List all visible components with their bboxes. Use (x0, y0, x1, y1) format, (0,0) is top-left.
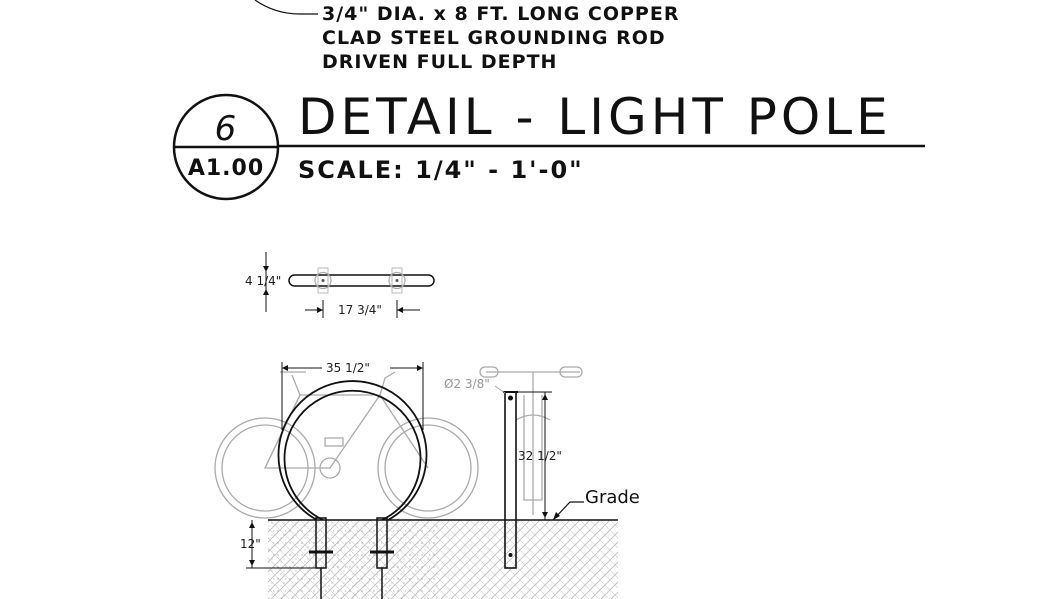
plan-rack-bar (288, 274, 435, 287)
hoop-rack-elevation (277, 380, 428, 599)
plan-post-right (388, 271, 406, 290)
detail-scale: SCALE: 1/4" - 1'-0" (298, 156, 584, 184)
note-leader-line (254, 0, 318, 15)
detail-number: 6 (215, 109, 238, 149)
plan-post-left (314, 271, 332, 290)
detail-bubble: 6 A1.00 (172, 93, 280, 201)
bicycle-end-view (479, 366, 583, 515)
embed-depth-dimension: 12" (240, 520, 318, 569)
rack-side-elevation: Ø2 3/8" 32 1/2" (444, 377, 562, 569)
plan-spacing-dim: 17 3/4" (338, 303, 382, 317)
post-diameter-leader (494, 385, 506, 394)
grade-callout: Grade (552, 487, 640, 521)
detail-title: DETAIL - LIGHT POLE (298, 88, 892, 146)
embed-depth-dim: 12" (240, 537, 261, 551)
hoop-outer (277, 380, 428, 521)
note-line-2: CLAD STEEL GROUNDING ROD (322, 27, 666, 49)
plan-view: 4 1/4" 17 3/4" (245, 252, 435, 318)
hoop-width-dimension: 35 1/2" (281, 361, 424, 430)
detail-sheet-ref: A1.00 (188, 156, 264, 181)
hoop-width-dim: 35 1/2" (326, 361, 370, 375)
grade-label: Grade (585, 487, 640, 508)
post-diameter-dim: Ø2 3/8" (444, 377, 490, 391)
bicycle-silhouette (214, 371, 479, 519)
hoop-height-dim: 32 1/2" (518, 449, 562, 463)
note-line-3: DRIVEN FULL DEPTH (322, 51, 557, 73)
plan-depth-dim: 4 1/4" (245, 274, 281, 288)
note-line-1: 3/4" DIA. x 8 FT. LONG COPPER (322, 3, 679, 25)
concrete-footing (268, 520, 438, 599)
hoop-inner (283, 389, 422, 521)
